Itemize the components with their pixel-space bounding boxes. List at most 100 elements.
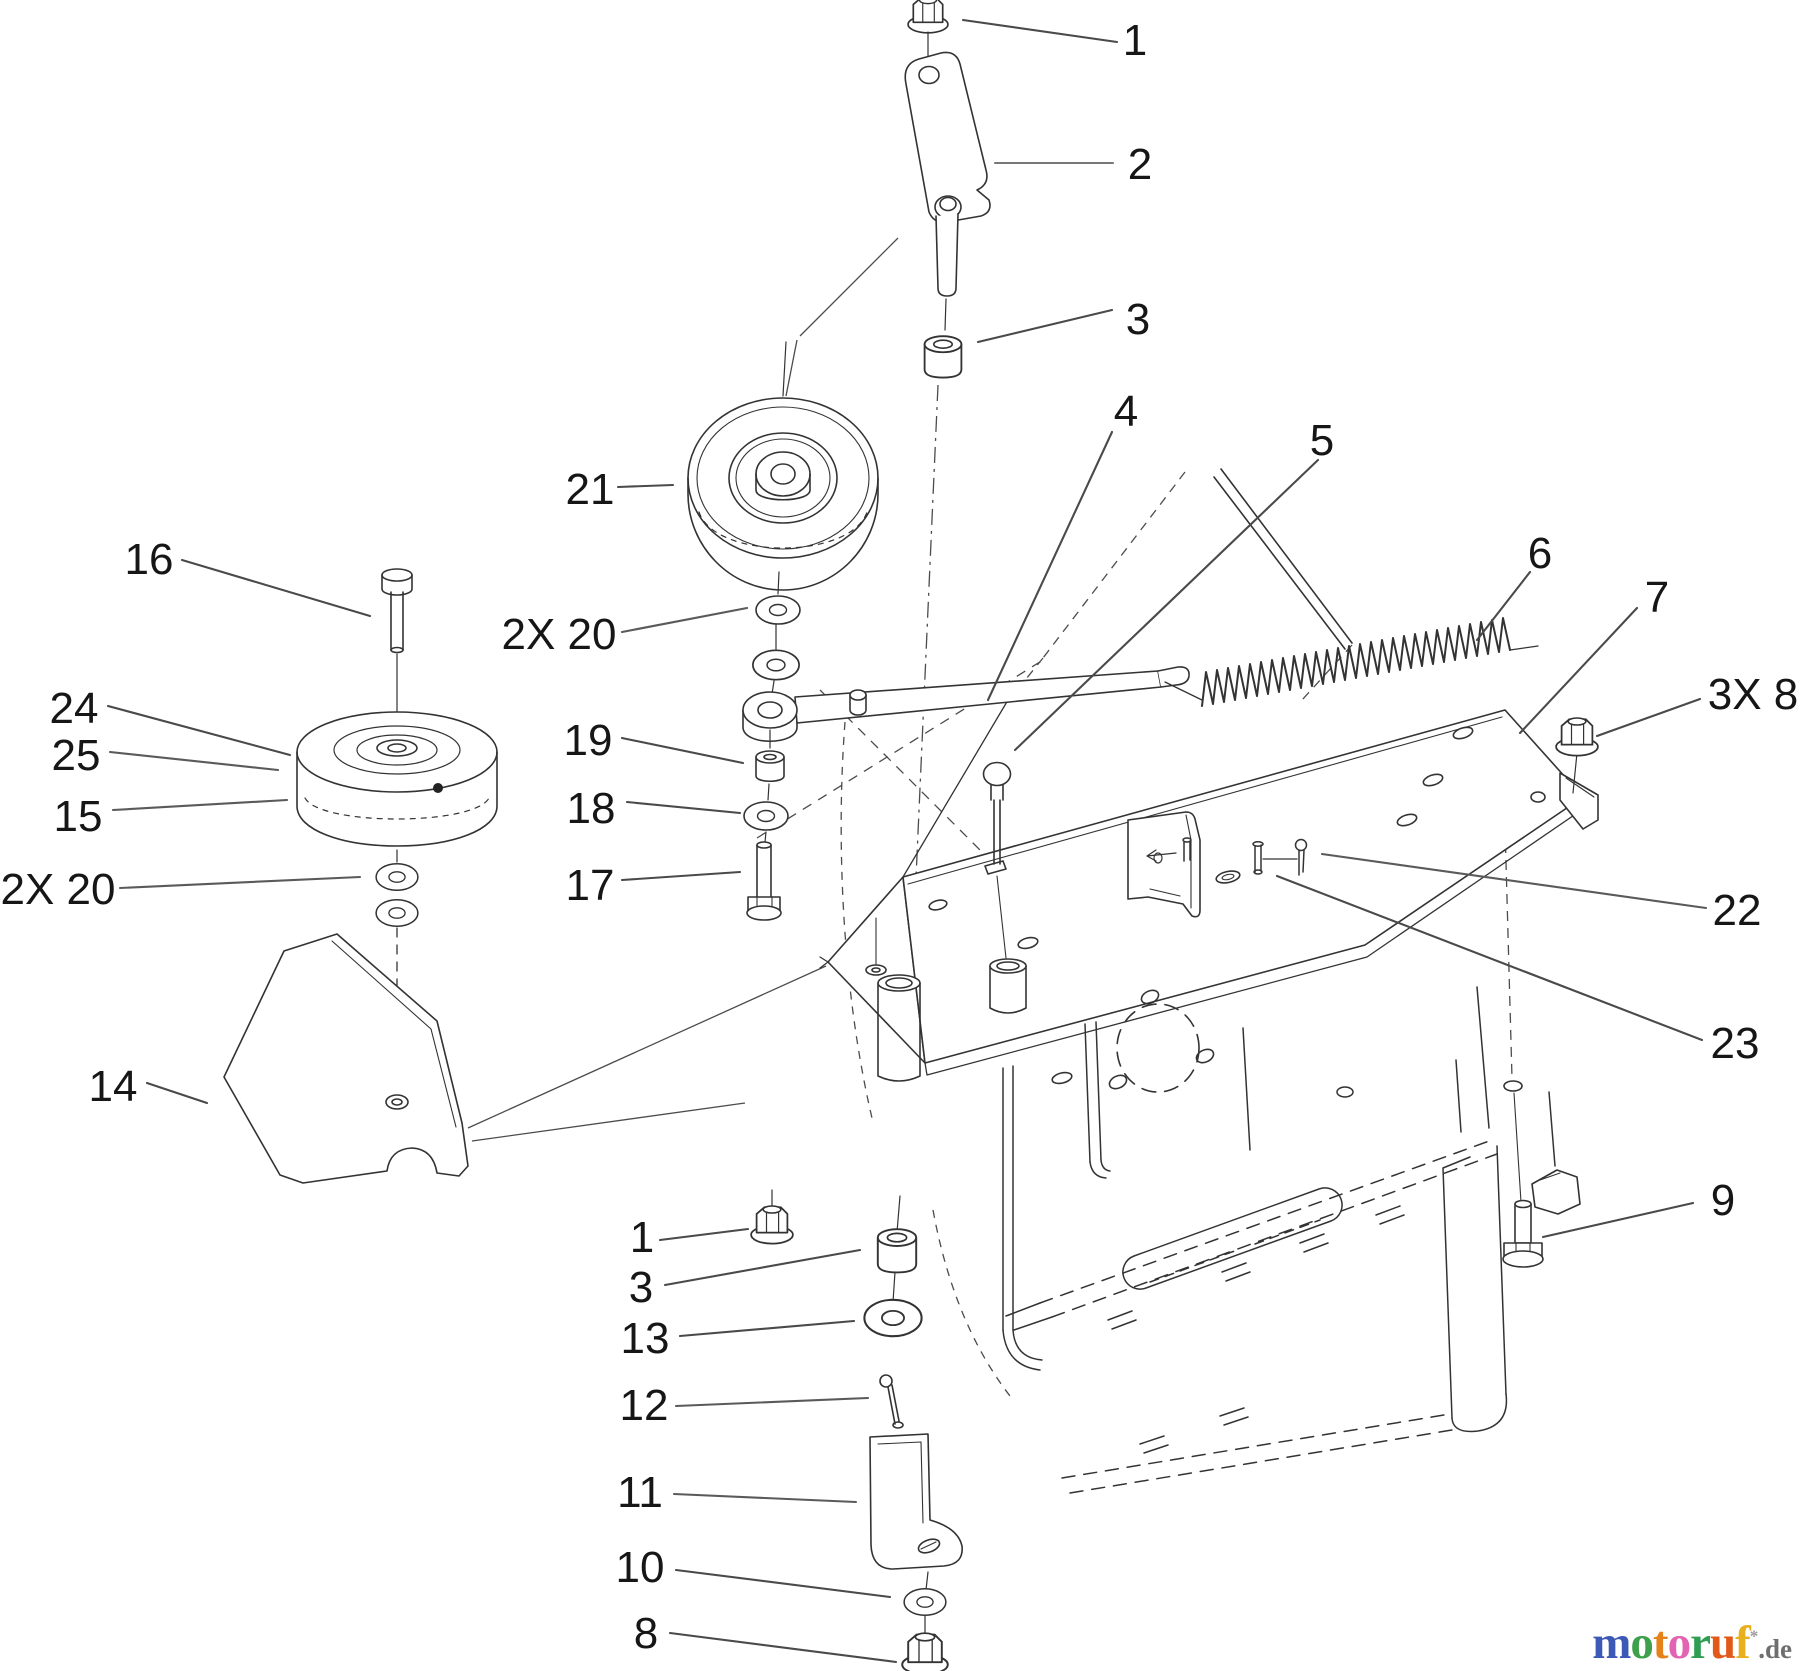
- leader-12: [674, 1396, 870, 1408]
- leader-15: [111, 798, 289, 812]
- part-20-washer-b: [752, 649, 800, 681]
- callout-2x20-left: 2X 20: [1, 865, 116, 914]
- part-3-bushing-bottom: [876, 1228, 918, 1274]
- logo-letter: u: [1709, 1617, 1736, 1669]
- callout-3-bottom: 3: [629, 1263, 653, 1312]
- leader-1-top: [961, 18, 1119, 44]
- logo-letter: m: [1592, 1617, 1631, 1669]
- callout-5: 5: [1310, 416, 1334, 465]
- part-17-bolt: [746, 841, 782, 921]
- callout-8: 8: [634, 1609, 658, 1658]
- logo-letter: t: [1652, 1617, 1669, 1669]
- bottom-hardware-column: [750, 1189, 963, 1671]
- callout-9: 9: [1711, 1176, 1735, 1225]
- callout-16: 16: [125, 535, 174, 584]
- callout-23: 23: [1711, 1019, 1760, 1068]
- pulley-index-dot: [433, 783, 443, 793]
- part-15-pulley: [296, 711, 498, 847]
- leader-16: [180, 558, 372, 618]
- leader-3x8: [1595, 697, 1702, 738]
- leader-17: [620, 870, 742, 882]
- leader-4: [986, 430, 1114, 702]
- leader-24: [106, 704, 292, 757]
- lower-frame-box: [1002, 986, 1556, 1494]
- part-20-washer-a: [755, 595, 801, 625]
- part-5-carriage-bolt: [982, 761, 1012, 959]
- logo-trademark: *: [1749, 1626, 1759, 1646]
- callout-25: 25: [52, 731, 101, 780]
- leader-9: [1541, 1201, 1695, 1239]
- logo-letter: o: [1667, 1617, 1691, 1669]
- callout-6: 6: [1528, 529, 1552, 578]
- part-16-bolt: [381, 568, 413, 654]
- callout-1-top: 1: [1123, 16, 1147, 65]
- callout-15: 15: [54, 792, 103, 841]
- leader-23: [1275, 874, 1704, 1042]
- part-21-idler-pulley-assembly: [687, 341, 879, 695]
- callout-14: 14: [89, 1062, 138, 1111]
- callout-11: 11: [617, 1468, 663, 1517]
- logo-letter: f: [1735, 1617, 1751, 1669]
- leader-6: [1475, 570, 1532, 642]
- part-4-idler-arm-assembly: [742, 666, 1190, 921]
- part-10-washer: [903, 1587, 947, 1617]
- leader-19: [620, 736, 745, 765]
- callout-3-top: 3: [1126, 295, 1150, 344]
- part-20-washer-c: [375, 862, 419, 892]
- leader-13: [678, 1319, 856, 1338]
- leader-14: [145, 1081, 209, 1105]
- logo-letter: o: [1630, 1617, 1653, 1669]
- leader-1-bot: [658, 1227, 750, 1242]
- part-20-washer-d: [375, 898, 419, 928]
- pins-22-23: [1182, 837, 1308, 876]
- leader-2x20-r: [620, 606, 749, 634]
- leader-lines: [106, 18, 1708, 1664]
- callout-7: 7: [1645, 573, 1669, 622]
- part-2-pivot-lever-assembly: [904, 0, 991, 379]
- part-14-belt-shield: [223, 933, 469, 1184]
- part-19-spacer: [755, 750, 785, 783]
- part-18-washer: [743, 801, 789, 831]
- leader-22: [1320, 852, 1708, 910]
- callout-4: 4: [1114, 387, 1138, 436]
- callout-10: 10: [616, 1543, 665, 1592]
- callout-18: 18: [567, 784, 616, 833]
- leader-5: [1013, 458, 1320, 752]
- part-8-flange-nut-plate: [1555, 717, 1599, 757]
- part-11-bracket: [869, 1433, 963, 1570]
- callout-22: 22: [1713, 886, 1762, 935]
- part-3-bushing-top: [923, 335, 963, 379]
- callout-13: 13: [621, 1314, 670, 1363]
- logo-letter: r: [1690, 1617, 1711, 1669]
- callout-2: 2: [1128, 140, 1152, 189]
- leader-25: [108, 750, 280, 772]
- leader-3-top: [976, 308, 1114, 344]
- leader-7: [1518, 606, 1639, 735]
- part-9-bolt-and-tab: [1502, 1080, 1581, 1268]
- logo-tld: .de: [1758, 1634, 1792, 1664]
- callout-24: 24: [50, 684, 99, 733]
- frame-weldment: [819, 468, 1599, 1093]
- part-8-flange-nut: [901, 1632, 949, 1671]
- part-13-washer: [863, 1298, 923, 1338]
- leader-18: [625, 800, 742, 815]
- leader-11: [672, 1492, 858, 1504]
- callout-3x8: 3X 8: [1708, 670, 1799, 719]
- leader-2x20-l: [118, 875, 362, 890]
- callout-labels: 1 2 3 4 5 6 7 3X 8 22 23 9 21 2X 20 19 1…: [1, 16, 1799, 1658]
- part-1-flange-nut-top: [907, 0, 949, 34]
- part-1-flange-nut-bottom: [750, 1205, 794, 1245]
- callout-21: 21: [566, 465, 615, 514]
- part-6-extension-spring: [1164, 617, 1539, 707]
- callout-1-bottom: 1: [630, 1213, 654, 1262]
- leader-3-bot: [663, 1248, 862, 1287]
- leader-8: [668, 1631, 898, 1664]
- leader-21: [616, 483, 675, 489]
- left-pulley-assembly: [223, 568, 498, 1184]
- callout-12: 12: [620, 1381, 669, 1430]
- callout-2x20-right: 2X 20: [502, 610, 617, 659]
- leader-10: [674, 1568, 892, 1599]
- part-12-cotter-pin: [879, 1374, 904, 1429]
